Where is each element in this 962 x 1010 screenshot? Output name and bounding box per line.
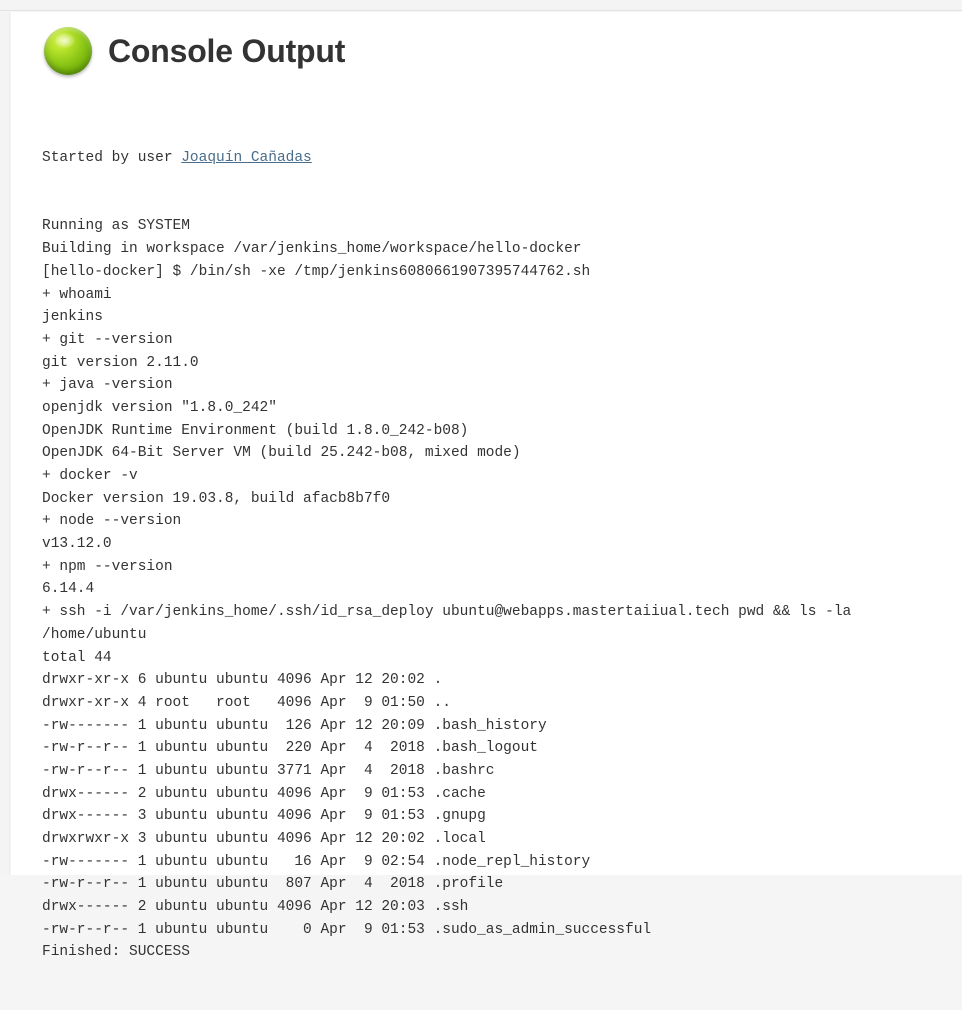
console-line: jenkins <box>42 309 103 326</box>
console-line: OpenJDK Runtime Environment (build 1.8.0… <box>42 422 469 439</box>
console-line: + docker -v <box>42 468 138 484</box>
started-by-prefix: Started by user <box>42 150 182 167</box>
console-line: + java -version <box>42 377 173 394</box>
console-line: Finished: SUCCESS <box>42 944 190 961</box>
console-line: + git --version <box>42 331 173 348</box>
console-line: drwx------ 2 ubuntu ubuntu 4096 Apr 9 01… <box>42 785 486 802</box>
console-line: OpenJDK 64-Bit Server VM (build 25.242-b… <box>42 445 521 462</box>
console-line: -rw------- 1 ubuntu ubuntu 16 Apr 9 02:5… <box>42 853 591 870</box>
console-output-text: Started by user Joaquín Cañadas Running … <box>42 102 962 1010</box>
console-line: -rw------- 1 ubuntu ubuntu 126 Apr 12 20… <box>42 717 547 734</box>
console-line: + ssh -i /var/jenkins_home/.ssh/id_rsa_d… <box>42 604 852 621</box>
console-line: + node --version <box>42 513 182 530</box>
console-line: drwxr-xr-x 4 root root 4096 Apr 9 01:50 … <box>42 694 451 711</box>
console-line: git version 2.11.0 <box>42 354 199 371</box>
console-line: + npm --version <box>42 558 173 575</box>
console-output-page: Console Output Started by user Joaquín C… <box>11 12 962 960</box>
page-title: Console Output <box>108 32 346 69</box>
user-link[interactable]: Joaquín Cañadas <box>181 150 312 167</box>
console-line: drwx------ 3 ubuntu ubuntu 4096 Apr 9 01… <box>42 808 486 825</box>
console-line: drwx------ 2 ubuntu ubuntu 4096 Apr 12 2… <box>42 899 469 916</box>
green-ball-success-icon <box>44 27 92 75</box>
console-line: + whoami <box>42 286 112 303</box>
console-line: total 44 <box>42 649 112 666</box>
console-line: -rw-r--r-- 1 ubuntu ubuntu 3771 Apr 4 20… <box>42 762 495 779</box>
console-line: /home/ubuntu <box>42 626 147 643</box>
left-gutter <box>0 12 10 875</box>
console-line-started-by: Started by user Joaquín Cañadas <box>42 147 962 170</box>
console-line: openjdk version "1.8.0_242" <box>42 399 277 416</box>
console-line: -rw-r--r-- 1 ubuntu ubuntu 0 Apr 9 01:53… <box>42 921 652 938</box>
console-line: v13.12.0 <box>42 536 112 553</box>
console-line: drwxr-xr-x 6 ubuntu ubuntu 4096 Apr 12 2… <box>42 672 443 689</box>
page-header: Console Output <box>44 22 345 80</box>
console-line: Building in workspace /var/jenkins_home/… <box>42 241 582 258</box>
console-line: -rw-r--r-- 1 ubuntu ubuntu 807 Apr 4 201… <box>42 876 504 893</box>
console-line: Docker version 19.03.8, build afacb8b7f0 <box>42 490 391 507</box>
console-line: [hello-docker] $ /bin/sh -xe /tmp/jenkin… <box>42 263 591 280</box>
console-line: 6.14.4 <box>42 581 95 598</box>
console-line: Running as SYSTEM <box>42 218 190 235</box>
console-line: drwxrwxr-x 3 ubuntu ubuntu 4096 Apr 12 2… <box>42 831 486 847</box>
console-line: -rw-r--r-- 1 ubuntu ubuntu 220 Apr 4 201… <box>42 740 538 757</box>
top-chrome-strip <box>0 0 962 11</box>
console-line-list: Running as SYSTEM Building in workspace /… <box>42 215 962 964</box>
